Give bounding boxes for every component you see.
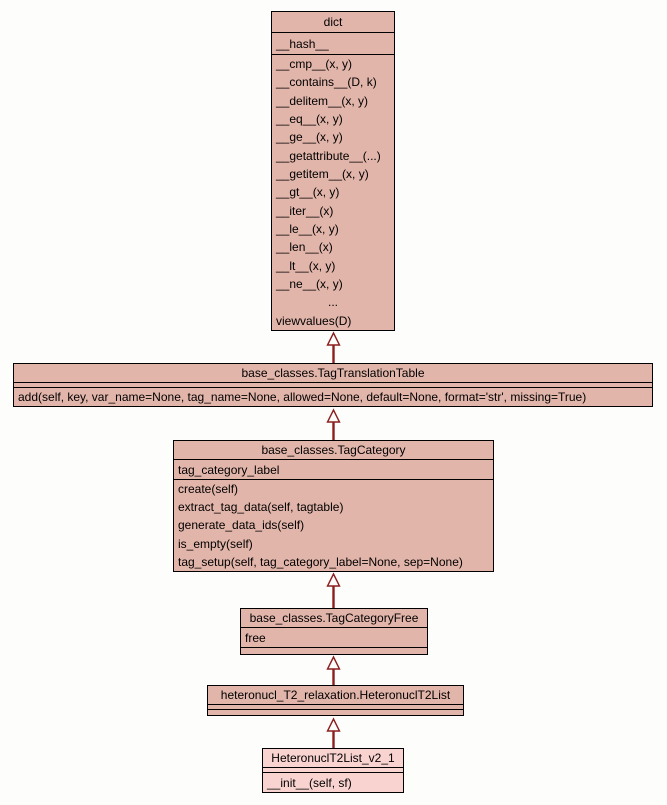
method-row[interactable]: generate_data_ids(self) [178,518,305,533]
method-row[interactable]: __eq__(x, y) [276,112,343,127]
method-row[interactable]: __contains__(D, k) [276,75,377,90]
inheritance-arrow [326,408,341,440]
method-row[interactable]: __ge__(x, y) [276,130,343,145]
method-row[interactable]: tag_setup(self, tag_category_label=None,… [178,554,463,569]
method-row[interactable]: __lt__(x, y) [276,258,336,273]
method-row[interactable]: __getitem__(x, y) [276,167,369,182]
method-row[interactable]: __gt__(x, y) [276,185,340,200]
class-title[interactable]: base_classes.TagCategoryFree [241,609,427,628]
method-row[interactable]: __delitem__(x, y) [276,93,369,108]
class-title[interactable]: base_classes.TagCategory [174,441,493,460]
method-row[interactable]: __init__(self, sf) [267,775,352,790]
class-title[interactable]: base_classes.TagTranslationTable [14,364,652,383]
method-row[interactable]: __cmp__(x, y) [276,57,353,72]
attribute-row[interactable]: tag_category_label [178,462,280,477]
class-box-heteronucl-t2-list: heteronucl_T2_relaxation.HeteronuclT2Lis… [207,685,464,716]
ellipsis-row: ... [327,295,338,310]
method-row[interactable]: viewvalues(D) [276,313,352,328]
class-title[interactable]: dict [272,12,394,33]
class-title[interactable]: heteronucl_T2_relaxation.HeteronuclT2Lis… [208,686,463,705]
class-box-tag-category-free: base_classes.TagCategoryFree free [240,608,428,655]
method-row[interactable]: is_empty(self) [178,536,253,551]
class-box-tag-translation-table: base_classes.TagTranslationTable add(sel… [13,363,653,407]
method-row[interactable]: __le__(x, y) [276,222,339,237]
attribute-row[interactable]: free [245,630,266,645]
class-box-dict: dict __hash__ __cmp__(x, y) __contains__… [271,11,395,331]
method-row[interactable]: add(self, key, var_name=None, tag_name=N… [18,390,587,404]
method-row[interactable]: __getattribute__(...) [276,148,381,163]
method-row[interactable]: __iter__(x) [276,203,334,218]
inheritance-arrow [326,655,341,685]
class-title[interactable]: HeteronuclT2List_v2_1 [263,749,403,768]
class-box-heteronucl-t2-list-v2-1: HeteronuclT2List_v2_1 __init__(self, sf) [262,748,404,793]
method-row[interactable]: __len__(x) [276,240,333,255]
class-box-tag-category: base_classes.TagCategory tag_category_la… [173,440,494,572]
inheritance-arrow [326,572,341,608]
inheritance-arrow [326,331,341,363]
attribute-row[interactable]: __hash__ [276,36,329,51]
method-row[interactable]: extract_tag_data(self, tagtable) [178,500,344,515]
method-row[interactable]: __ne__(x, y) [276,277,343,292]
inheritance-arrow [326,717,341,748]
method-row[interactable]: create(self) [178,482,239,497]
